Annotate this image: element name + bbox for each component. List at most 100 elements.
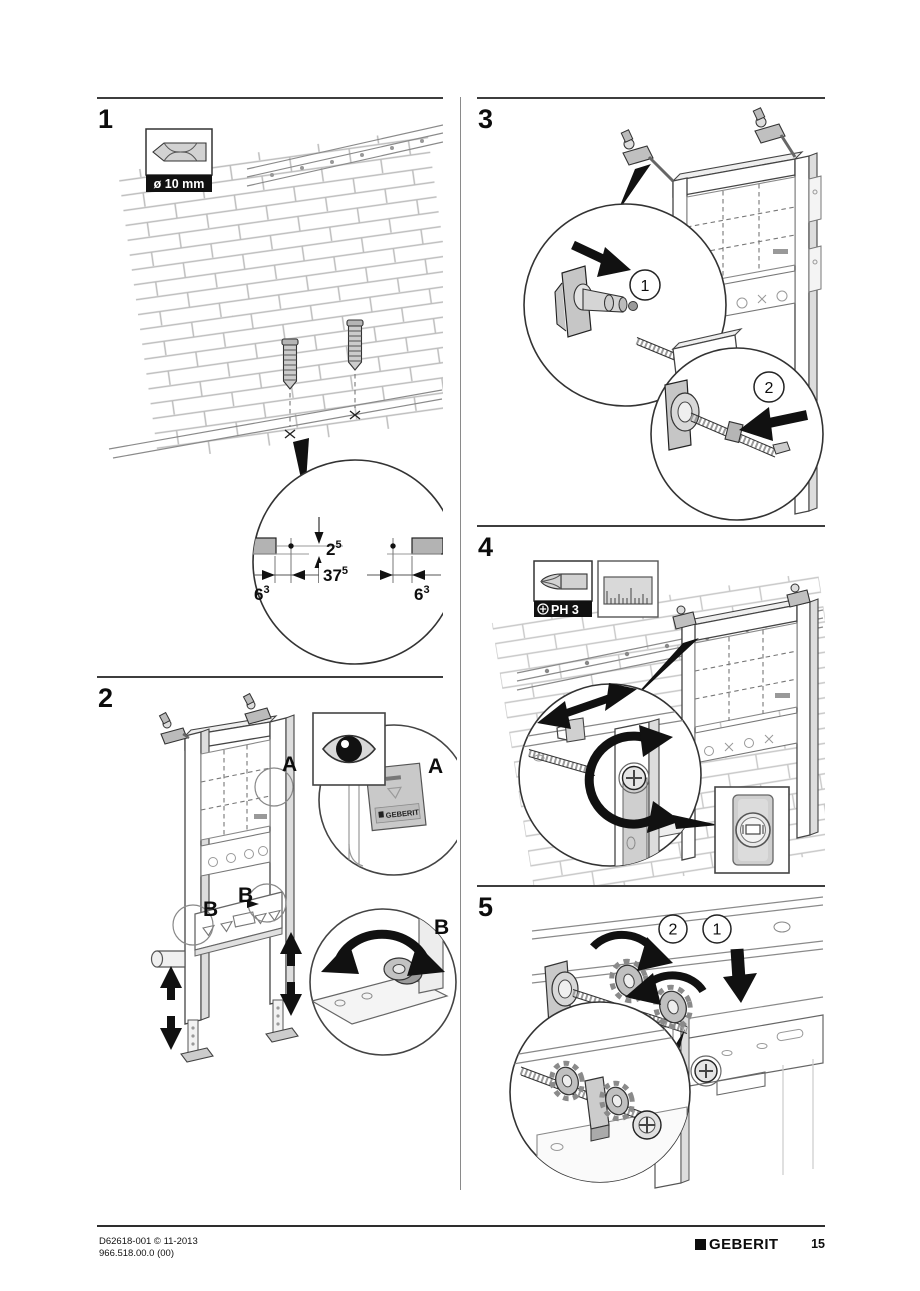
- frame-label-b-left: B: [203, 898, 218, 921]
- substep-2-badge: [753, 371, 785, 403]
- step-4-illustration: PH 3: [491, 560, 825, 885]
- step-5-rule: [477, 885, 825, 887]
- push-arrow-icon: [739, 407, 809, 441]
- drill-mark-right-icon: [349, 410, 361, 420]
- wall-bracket-top-right-icon: [752, 107, 797, 158]
- threaded-rod: [528, 749, 596, 776]
- bit-size-label: PH 3: [551, 603, 579, 617]
- detail-circle-2: 2: [650, 347, 824, 521]
- brick-wall: [118, 128, 443, 462]
- slide-adjust-arrow-icon: [537, 683, 637, 729]
- footer-rule: [97, 1225, 825, 1227]
- drill-bit-icon: ø 10 mm: [145, 128, 213, 192]
- star-knob-detail-2-icon: [599, 1080, 635, 1122]
- wall-bracket-top-left-icon: [620, 129, 675, 183]
- dim-spacing: 375: [323, 565, 348, 585]
- callout-pointer-level: [673, 815, 719, 829]
- wall-bracket-right-icon: [242, 692, 272, 725]
- drill-diameter-label: ø 10 mm: [154, 177, 205, 191]
- ruler-icon: [597, 560, 659, 618]
- frame-label-a: A: [282, 753, 297, 776]
- dim-edge-right: 63: [414, 584, 430, 604]
- rotation-arrow-left-icon: [590, 930, 673, 971]
- step-5-number: 5: [478, 892, 494, 922]
- page-number: 15: [811, 1237, 825, 1251]
- rail-clamp-left-icon: [672, 605, 697, 630]
- dimension-detail-circle: 25 375 63 63: [252, 459, 443, 665]
- rotation-arrow-icon: [584, 725, 681, 833]
- dim-edge-left: 63: [254, 584, 270, 604]
- rail-clamp-right-icon: [786, 583, 811, 608]
- step-4-section: 4: [477, 525, 825, 885]
- step-3-section: 3: [477, 97, 825, 525]
- detail-circle-knobs: [509, 1001, 691, 1183]
- mounting-rail: [246, 124, 443, 187]
- detail-circle-b: B: [309, 908, 457, 1056]
- svg-text:1: 1: [713, 922, 722, 939]
- step-3-number: 3: [478, 104, 494, 134]
- svg-text:2: 2: [669, 922, 678, 939]
- eye-icon: [312, 712, 386, 786]
- down-arrow-icon: [723, 948, 757, 1003]
- bracket-part: [664, 379, 700, 451]
- article-number: 966.518.00.0 (00): [99, 1248, 175, 1259]
- step-5-section: 5: [477, 885, 825, 1190]
- step-1-rule: [97, 97, 443, 99]
- step-2-number: 2: [98, 683, 114, 713]
- spirit-level-icon: [714, 786, 790, 874]
- height-adjust-arrow-left-icon: [160, 966, 182, 1050]
- star-knob-2-icon: [653, 984, 693, 1030]
- step-1-number: 1: [98, 104, 114, 134]
- small-arrow-icon: [247, 900, 259, 908]
- geberit-logo-square-icon: [695, 1239, 706, 1250]
- floor-line: [108, 389, 443, 459]
- rotation-arrow-right-icon: [625, 971, 707, 1005]
- substep-1-badge: [702, 914, 732, 944]
- installation-frame: [150, 692, 299, 1063]
- callout-circle-b-left: [172, 904, 214, 946]
- svg-text:1: 1: [641, 278, 650, 295]
- callout-circle-a: [254, 767, 294, 807]
- callout-pointer: [627, 638, 699, 705]
- footer-document-info: D62618-001 © 11-2013 966.518.00.0 (00): [99, 1236, 198, 1260]
- wall-anchor-left-icon: [281, 338, 299, 390]
- substep-1-badge: [629, 269, 661, 301]
- perforated-band: [200, 831, 271, 877]
- brand-name: GEBERIT: [709, 1236, 779, 1253]
- rotation-arrow-icon: [321, 929, 445, 976]
- substep-2-badge: [658, 914, 688, 944]
- step-2-illustration: A B B GEBERIT A: [150, 692, 457, 1063]
- brand-logo: GEBERIT: [695, 1236, 778, 1253]
- frame-label-b-right: B: [238, 884, 253, 907]
- height-adjust-arrow-right-icon: [280, 932, 302, 1016]
- step-5-illustration: 2 1: [509, 896, 824, 1189]
- protection-panel: [200, 739, 271, 841]
- tag-brand-text: GEBERIT: [385, 808, 420, 820]
- detail-label-b: B: [434, 916, 449, 939]
- drill-point-left: [288, 543, 294, 549]
- callout-pointer: [617, 164, 651, 213]
- wall-bracket-part: [554, 265, 638, 338]
- wall-anchor-right-icon: [346, 319, 364, 371]
- step-1-section: 1: [97, 97, 443, 676]
- step-4-number: 4: [478, 532, 494, 562]
- step-1-illustration: ø 10 mm 25: [108, 124, 443, 665]
- drill-mark-left-icon: [284, 429, 296, 439]
- step-3-illustration: 1: [523, 107, 824, 521]
- dim-offset: 25: [326, 539, 342, 559]
- step-4-rule: [477, 525, 825, 527]
- rail-section-right: [411, 537, 443, 555]
- detail-label-a: A: [428, 755, 443, 778]
- step-2-section: 2: [97, 676, 457, 1190]
- threaded-rod: [689, 412, 791, 458]
- drain-pipe: [150, 950, 186, 968]
- phillips-symbol-icon: [537, 603, 549, 615]
- detail-circle-adjust: [518, 683, 702, 867]
- ph3-screwdriver-bit-icon: PH 3: [533, 560, 593, 617]
- drill-point-right: [390, 543, 396, 549]
- svg-text:2: 2: [765, 380, 774, 397]
- wall-bracket-left-icon: [158, 711, 190, 745]
- insert-arrow-icon: [571, 240, 631, 277]
- star-knob-detail-1-icon: [549, 1060, 585, 1102]
- step-3-rule: [477, 97, 825, 99]
